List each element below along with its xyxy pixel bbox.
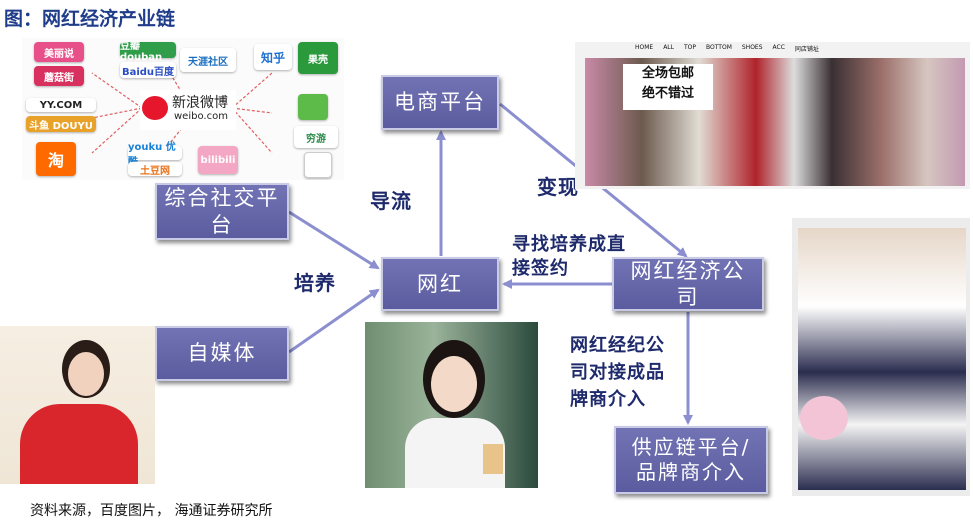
self-media-photo (0, 326, 155, 484)
label-broker: 网红经纪公司对接成品牌商介入 (570, 335, 665, 410)
arrow-selfmedia-to-influencer (288, 288, 380, 354)
photo-heart-badge (800, 396, 848, 440)
photo-face (431, 356, 477, 412)
label-monetize: 变现 (537, 175, 579, 199)
store-banner: 全场包邮 绝不错过 (623, 64, 713, 110)
logo-meilishuo: 美丽说 (34, 42, 84, 62)
online-store-screenshot: HOME ALL TOP BOTTOM SHOES ACC 同店铺址 全场包邮 … (575, 22, 970, 189)
logo-youku: youku 优酷 (128, 142, 182, 168)
logo-douban: 豆瓣 douban (120, 41, 176, 63)
photo-red-top (20, 404, 138, 484)
weibo-name: 新浪微博 (172, 95, 228, 111)
store-nav: HOME ALL TOP BOTTOM SHOES ACC 同店铺址 (635, 44, 965, 56)
figure-title: 图：网红经济产业链 (4, 8, 176, 30)
nav-all[interactable]: ALL (663, 44, 674, 51)
logo-green-app (298, 94, 328, 120)
logo-douyu: 斗鱼 DOUYU (26, 116, 96, 132)
nav-top[interactable]: TOP (684, 44, 697, 51)
platform-logo-collage: 美丽说 蘑菇街 豆瓣 douban Baidu百度 天涯社区 知乎 果壳 YY.… (22, 38, 344, 180)
node-influencer-company: 网红经济公司 (612, 257, 764, 311)
nav-store[interactable]: 同店铺址 (794, 46, 819, 53)
nav-shoes[interactable]: SHOES (741, 44, 763, 51)
logo-guokr: 果壳 (298, 42, 338, 74)
nav-bottom[interactable]: BOTTOM (706, 44, 732, 51)
label-recruit: 寻找培养成直接签约 (512, 234, 626, 280)
nav-acc[interactable]: ACC (772, 44, 785, 51)
logo-baidu: Baidu百度 (120, 62, 176, 78)
influencer-photo (365, 322, 538, 488)
source-note: 资料来源，百度图片， 海通证券研究所 (30, 503, 273, 519)
photo-members (798, 228, 966, 490)
idol-group-photo (792, 218, 970, 496)
logo-taobao: 淘 (36, 142, 76, 176)
node-supply-chain: 供应链平台/品牌商介入 (614, 426, 768, 494)
logo-qq-app (304, 152, 332, 178)
node-social-platform: 综合社交平台 (155, 183, 289, 240)
logo-mogujie: 蘑菇街 (34, 66, 84, 86)
logo-qyer: 穷游 (294, 126, 338, 148)
weibo-logo: 新浪微博 weibo.com (140, 90, 236, 130)
node-influencer: 网红 (381, 257, 499, 311)
label-traffic: 导流 (370, 189, 412, 213)
weibo-domain: weibo.com (174, 111, 228, 122)
weibo-eye-icon (142, 96, 168, 120)
nav-home[interactable]: HOME (635, 44, 654, 51)
label-cultivate: 培养 (294, 271, 336, 295)
logo-zhihu: 知乎 (254, 44, 292, 70)
logo-tianya: 天涯社区 (180, 48, 236, 72)
node-self-media: 自媒体 (155, 326, 289, 381)
arrow-social-to-influencer (288, 210, 380, 270)
logo-yy: YY.COM (26, 98, 96, 112)
logo-bilibili: bilibili (198, 146, 238, 174)
photo-face (68, 352, 104, 396)
node-ecommerce-platform: 电商平台 (381, 75, 499, 130)
banner-line-2: 绝不错过 (641, 86, 694, 101)
store-header (575, 22, 970, 42)
photo-cup (483, 444, 503, 474)
banner-line-1: 全场包邮 (641, 66, 694, 81)
logo-tudou: 土豆网 (128, 162, 182, 177)
